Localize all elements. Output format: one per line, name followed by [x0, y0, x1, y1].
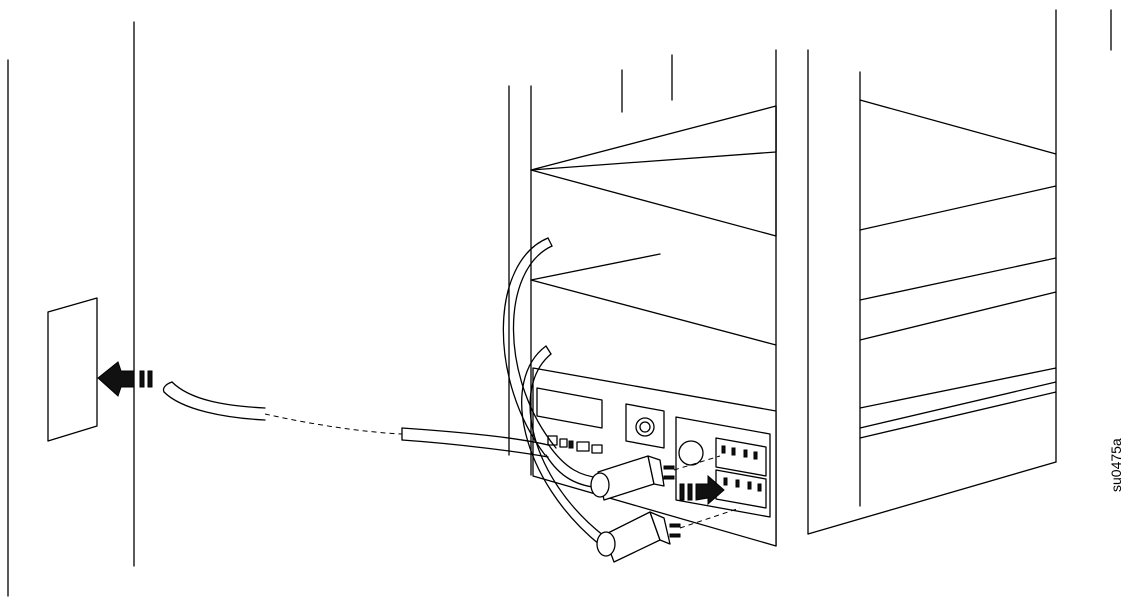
plug-lower [596, 511, 681, 563]
rack-shelf-lower [859, 367, 1057, 439]
power-cord-wall-end [162, 381, 266, 421]
ups-rear-panel [532, 367, 777, 547]
plug-upper [545, 443, 675, 501]
wall-outlet [47, 297, 98, 442]
output-outlet-panel [675, 416, 771, 518]
input-breaker [625, 403, 665, 449]
rack-shelf-middle [530, 253, 1057, 346]
figure-code-label: su0475a [1108, 438, 1124, 492]
cord-hidden-segment [264, 413, 403, 435]
display-window [536, 387, 603, 429]
room-walls [7, 21, 135, 597]
plug-upper-guide [673, 455, 721, 471]
plug-lower-guide [679, 507, 741, 529]
cord-loop-lower [521, 345, 605, 546]
arrow-left-icon [97, 361, 153, 397]
rack-shelf-top [530, 99, 1057, 237]
cord-loop-upper [502, 237, 557, 456]
arrow-right-icon [679, 474, 725, 506]
input-inlet-socket [678, 440, 704, 466]
power-cord-ups-end [401, 427, 549, 458]
